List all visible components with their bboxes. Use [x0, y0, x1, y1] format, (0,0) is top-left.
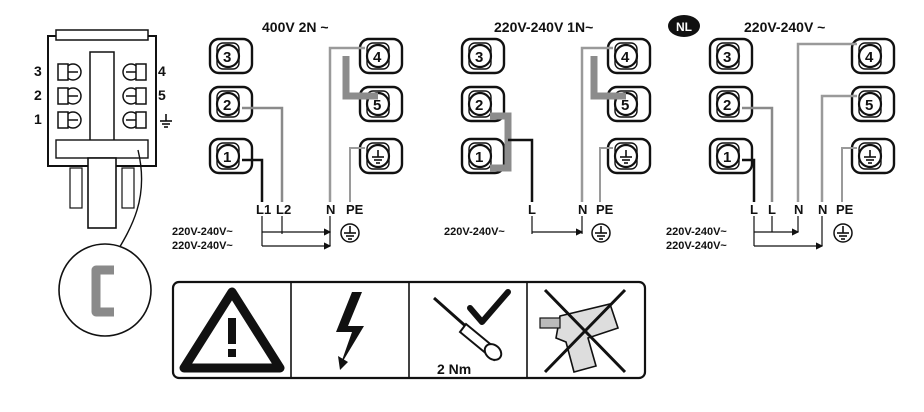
no-power-drill-icon	[539, 288, 627, 374]
terminal-3: 3	[723, 49, 731, 66]
terminal-2: 2	[475, 97, 483, 114]
bridge-4-5	[342, 56, 378, 100]
terminal-5: 5	[373, 97, 381, 114]
terminal-4: 4	[373, 49, 382, 66]
diagram-3-title: 220V-240V ~	[744, 19, 825, 35]
diagram-400v-2n: 400V 2N ~ 3 2 1 4 5 L1 L2 N PE 220V-240V…	[172, 19, 404, 252]
supply-label-1: 220V-240V~	[444, 226, 505, 238]
terminal-label-4: 4	[158, 63, 166, 79]
terminal-label-2: 2	[34, 87, 42, 103]
terminal-5: 5	[621, 97, 629, 114]
bridge-clip-icon	[91, 265, 114, 317]
terminal-2: 2	[223, 97, 231, 114]
nl-badge-text: NL	[676, 20, 692, 34]
warning-triangle-icon	[179, 287, 285, 373]
warning-strip: 2 Nm	[171, 280, 647, 380]
bridge-4-5	[590, 56, 626, 100]
terminal-3: 3	[475, 49, 483, 66]
torque-label: 2 Nm	[437, 361, 471, 377]
conductor-n: N	[326, 202, 335, 217]
magnifier-circle	[58, 243, 152, 337]
high-voltage-icon	[336, 292, 364, 370]
conductor-l1: L1	[256, 202, 271, 217]
conductor-n-2: N	[818, 202, 827, 217]
conductor-n-1: N	[794, 202, 803, 217]
supply-label-2: 220V-240V~	[172, 240, 233, 252]
supply-label-1: 220V-240V~	[666, 226, 727, 238]
conductor-l: L	[528, 202, 536, 217]
terminal-4: 4	[865, 49, 874, 66]
terminal-3: 3	[223, 49, 231, 66]
terminal-4: 4	[621, 49, 630, 66]
conductor-l-2: L	[768, 202, 776, 217]
conductor-pe: PE	[596, 202, 614, 217]
terminal-1: 1	[223, 149, 231, 166]
conductor-pe: PE	[836, 202, 854, 217]
diagram-220v-1n: 220V-240V 1N~ 3 2 1 4 5 L N PE 220V-240V…	[444, 19, 652, 243]
screwdriver-check-icon: 2 Nm	[433, 289, 511, 377]
terminal-block: 3 2 1 4 5	[34, 29, 173, 337]
terminal-1: 1	[723, 149, 731, 166]
conductor-l-1: L	[750, 202, 758, 217]
diagram-2-title: 220V-240V 1N~	[494, 19, 593, 35]
supply-label-2: 220V-240V~	[666, 240, 727, 252]
diagram-nl: NL 220V-240V ~ 3 2 1 4 5 L L N N PE 220V…	[666, 15, 896, 252]
terminal-2: 2	[723, 97, 731, 114]
supply-label-1: 220V-240V~	[172, 226, 233, 238]
terminal-5: 5	[865, 97, 873, 114]
terminal-1: 1	[475, 149, 483, 166]
terminal-label-5: 5	[158, 87, 166, 103]
bridge-2-1	[490, 112, 512, 172]
conductor-n: N	[578, 202, 587, 217]
conductor-pe: PE	[346, 202, 364, 217]
earth-icon	[159, 113, 173, 128]
diagram-1-title: 400V 2N ~	[262, 19, 329, 35]
conductor-l2: L2	[276, 202, 291, 217]
terminal-label-1: 1	[34, 111, 42, 127]
terminal-label-3: 3	[34, 63, 42, 79]
nl-badge	[668, 15, 700, 37]
